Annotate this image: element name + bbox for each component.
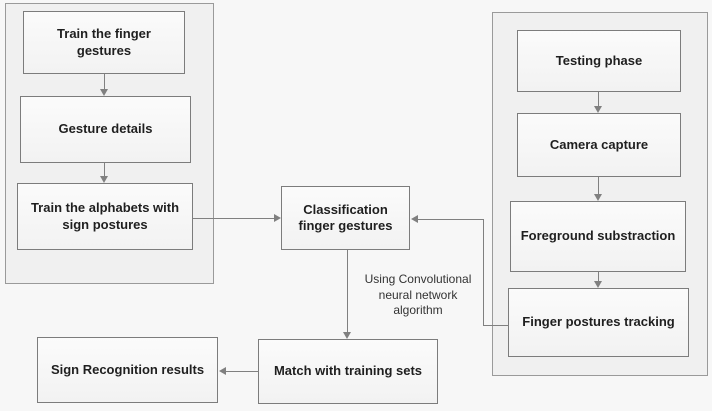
node-label: Camera capture: [549, 136, 649, 152]
node-foreground-substraction[interactable]: Foreground substraction: [510, 201, 686, 272]
node-label: Sign Recognition results: [50, 361, 205, 377]
connector-finger-tracking-leg-left: [483, 325, 509, 326]
node-label: Gesture details: [58, 121, 153, 137]
arrowhead-match-to-sign-results: [219, 367, 226, 375]
connector-camera-to-foreground: [598, 177, 599, 194]
node-match-training-sets[interactable]: Match with training sets: [258, 339, 438, 404]
arrowhead-camera-to-foreground: [594, 194, 602, 201]
node-finger-postures-tracking[interactable]: Finger postures tracking: [508, 288, 689, 357]
node-sign-recognition-results[interactable]: Sign Recognition results: [37, 337, 218, 403]
arrowhead-finger-tracking-to-classification: [411, 215, 418, 223]
connector-classification-to-match: [347, 250, 348, 332]
node-gesture-details[interactable]: Gesture details: [20, 96, 191, 163]
arrowhead-train-alphabets-to-classification: [274, 214, 281, 222]
arrowhead-testing-to-camera: [594, 106, 602, 113]
node-label: Classification finger gestures: [298, 201, 393, 233]
node-label: Train the finger gestures: [57, 26, 151, 58]
node-label: Testing phase: [555, 52, 643, 68]
connector-train-alphabets-to-classification: [193, 218, 274, 219]
arrowhead-foreground-to-finger-tracking: [594, 281, 602, 288]
node-classification[interactable]: Classification finger gestures: [281, 186, 410, 250]
connector-match-to-sign-results: [226, 371, 259, 372]
connector-foreground-to-finger-tracking: [598, 272, 599, 281]
node-camera-capture[interactable]: Camera capture: [517, 113, 681, 177]
node-label: Train the alphabets with sign postures: [30, 200, 180, 232]
connector-train-to-gesture-details: [104, 74, 105, 89]
connector-testing-to-camera: [598, 92, 599, 106]
connector-finger-tracking-leg-to-classification: [418, 219, 484, 220]
arrowhead-train-to-gesture-details: [100, 89, 108, 96]
arrowhead-gesture-details-to-train-alphabets: [100, 176, 108, 183]
node-label: Foreground substraction: [520, 228, 676, 244]
connector-finger-tracking-leg-up: [483, 219, 484, 326]
connector-gesture-details-to-train-alphabets: [104, 163, 105, 176]
node-testing-phase[interactable]: Testing phase: [517, 30, 681, 92]
node-label: Match with training sets: [273, 363, 423, 379]
arrowhead-classification-to-match: [343, 332, 351, 339]
edge-label-cnn-note: Using Convolutional neural network algor…: [364, 272, 472, 318]
node-train-alphabets[interactable]: Train the alphabets with sign postures: [17, 183, 193, 250]
node-train-finger-gestures[interactable]: Train the finger gestures: [23, 11, 185, 74]
node-label: Finger postures tracking: [522, 314, 675, 330]
